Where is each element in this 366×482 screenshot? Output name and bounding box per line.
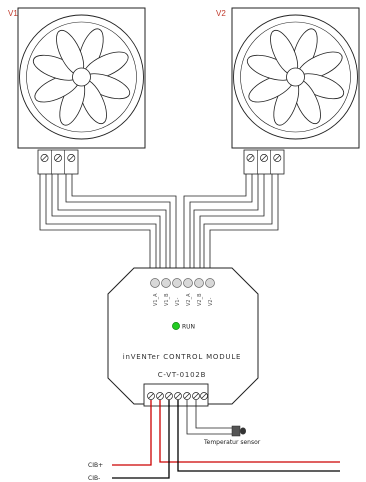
fan-v2-label: V2 xyxy=(216,9,226,18)
control-module: V1_A V1_B V1- V2_A V2_B V2- RUN inVENTer… xyxy=(107,267,259,407)
sensor-probe-tip xyxy=(240,427,246,435)
pin-label-v2-neg: V2- xyxy=(208,297,214,306)
pin-v1-b xyxy=(161,278,171,288)
module-pin-labels: V1_A V1_B V1- V2_A V2_B V2- xyxy=(153,293,214,306)
cable-v2-neg xyxy=(203,174,273,276)
wire-cib-neg-branch xyxy=(177,400,340,472)
fan-v1-blades xyxy=(32,28,131,126)
run-led-label: RUN xyxy=(182,324,195,331)
module-name: inVENTer CONTROL MODULE xyxy=(123,353,242,361)
power-neg-label: CIB- xyxy=(88,475,100,482)
module-pin-row xyxy=(150,278,215,288)
wire-cib-neg xyxy=(112,400,170,479)
fan-v1-label: V1 xyxy=(8,9,18,18)
fan-v2-inner-ring xyxy=(240,21,351,133)
fan-v2-ring xyxy=(233,14,358,140)
wire-cib-pos-branch xyxy=(159,400,340,463)
pin-label-v1-b: V1_B xyxy=(164,293,170,306)
fan-cables xyxy=(39,174,279,276)
power-wires xyxy=(112,400,340,479)
fan-v1-inner-ring xyxy=(26,21,137,133)
fan-v2: V2 xyxy=(216,7,360,175)
pin-v1-a xyxy=(150,278,160,288)
power-pos-label: CIB+ xyxy=(88,462,103,469)
cable-v2-a xyxy=(183,174,247,276)
wire-cib-pos xyxy=(112,400,152,466)
temperature-sensor: Temperatur sensor xyxy=(186,400,261,446)
run-led xyxy=(172,322,180,330)
pin-v1-neg xyxy=(172,278,182,288)
sensor-label: Temperatur sensor xyxy=(203,439,261,446)
cable-v1-b xyxy=(51,174,161,276)
cable-v2-b xyxy=(193,174,259,276)
fan-v2-blades xyxy=(246,28,345,126)
pin-label-v2-b: V2_B xyxy=(197,293,203,306)
pin-label-v1-a: V1_A xyxy=(153,293,159,306)
sensor-probe-body xyxy=(231,425,241,437)
module-model: C-VT-0102B xyxy=(158,371,207,379)
fan-v1-terminal-block xyxy=(37,149,79,175)
pin-v2-a xyxy=(183,278,193,288)
pin-label-v1-neg: V1- xyxy=(175,297,181,306)
fan-v2-terminal-block xyxy=(243,149,285,175)
pin-v2-b xyxy=(194,278,204,288)
pin-label-v2-a: V2_A xyxy=(186,293,192,306)
module-terminal-block xyxy=(143,383,209,407)
module-housing xyxy=(107,267,259,405)
cable-v1-neg xyxy=(65,174,171,276)
pin-v2-neg xyxy=(205,278,215,288)
fan-v1: V1 xyxy=(8,7,146,175)
fan-v1-ring xyxy=(19,14,144,140)
cable-v1-a xyxy=(39,174,151,276)
